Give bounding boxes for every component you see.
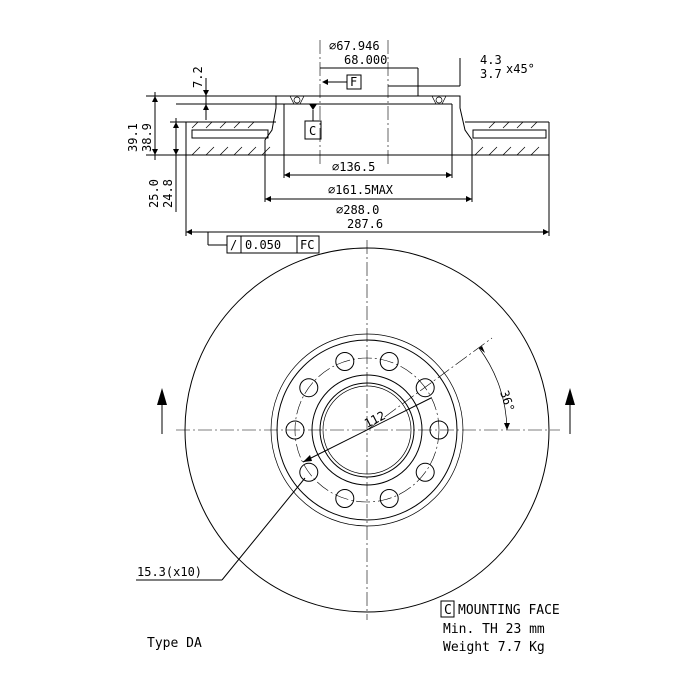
bolt-hole <box>299 378 319 398</box>
height-upper: 39.1 <box>126 123 140 152</box>
dia-hub-lower: 68.000 <box>344 53 387 67</box>
runout-symbol: / <box>230 238 237 252</box>
bolt-hole <box>379 352 399 371</box>
bolt-hole <box>415 378 435 398</box>
mounting-face-note: MOUNTING FACE <box>458 603 560 618</box>
dia-outer-upper: ⌀288.0 <box>336 203 379 217</box>
hatch-right <box>474 121 540 156</box>
type-label: Type DA <box>147 636 202 651</box>
bolt-hole <box>415 462 435 482</box>
dia-outer-lower: 287.6 <box>347 217 383 231</box>
chamfer-lower: 3.7 <box>480 67 502 81</box>
bolt-hole <box>379 489 399 508</box>
bolt-hole <box>335 352 355 371</box>
section-view: F C ⌀67.946 68.000 4.3 3.7 x45° 7.2 39.1 <box>126 39 550 254</box>
dia-inner: ⌀136.5 <box>332 160 375 174</box>
angle-label: 36° <box>497 389 517 414</box>
dia-max: ⌀161.5MAX <box>328 183 394 197</box>
notes: C MOUNTING FACE Min. TH 23 mm Weight 7.7… <box>147 600 560 655</box>
mounting-box-letter: C <box>444 603 452 618</box>
thickness-upper: 25.0 <box>147 179 161 208</box>
runout-ref: FC <box>300 238 314 252</box>
dia-hub-upper: ⌀67.946 <box>329 39 380 53</box>
hat-depth: 7.2 <box>191 66 205 88</box>
bolt-hole <box>335 489 355 508</box>
hole-count-label: 15.3(x10) <box>137 565 202 579</box>
runout-value: 0.050 <box>245 238 281 252</box>
runout-tolerance: / 0.050 FC <box>207 232 320 254</box>
chamfer-suffix: x45° <box>506 62 535 76</box>
hatch-left <box>191 121 271 156</box>
datum-f: F <box>350 75 357 89</box>
thickness-lower: 24.8 <box>161 179 175 208</box>
weight-note: Weight 7.7 Kg <box>443 640 545 655</box>
front-view: 36° 112 15.3(x10) <box>136 240 575 620</box>
datum-c: C <box>309 124 316 138</box>
chamfer-upper: 4.3 <box>480 53 502 67</box>
pcd-label: 112 <box>362 408 388 430</box>
bolt-hole <box>299 462 319 482</box>
min-thickness-note: Min. TH 23 mm <box>443 622 545 637</box>
height-lower: 38.9 <box>140 123 154 152</box>
